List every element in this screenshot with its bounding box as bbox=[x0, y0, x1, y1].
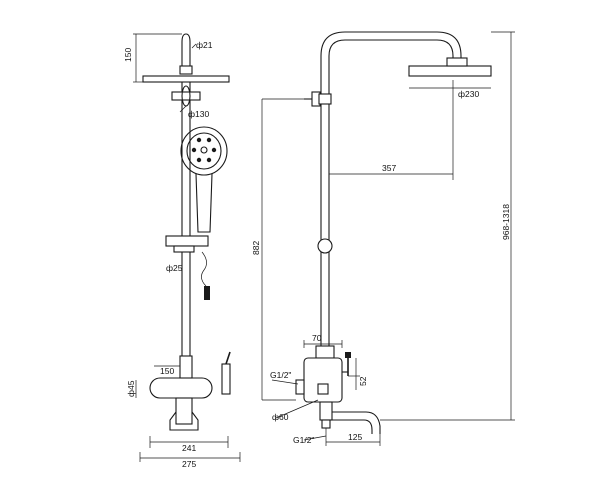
label-flange-dia: ф60 bbox=[272, 412, 289, 422]
tub-spout bbox=[332, 411, 381, 434]
label-arm-reach: 357 bbox=[382, 163, 396, 173]
label-small-rise: 52 bbox=[358, 376, 368, 386]
handshower-head bbox=[180, 126, 228, 176]
label-mixer-height: 150 bbox=[160, 366, 174, 376]
head-arm bbox=[181, 33, 191, 70]
label-body-dia: ф45 bbox=[126, 380, 136, 397]
arm-nut bbox=[179, 65, 193, 75]
top-bracket bbox=[171, 91, 201, 101]
label-rail-dia: ф25 bbox=[166, 263, 183, 273]
spout bbox=[175, 397, 193, 425]
slide-holder bbox=[165, 235, 209, 247]
label-head-height: 150 bbox=[123, 48, 133, 62]
label-center-offset: 70 bbox=[312, 333, 322, 343]
label-handshower-dia: ф130 bbox=[188, 109, 209, 119]
mixer-body bbox=[149, 377, 213, 399]
label-spout-thread: G1/2" bbox=[293, 435, 314, 445]
overhead-side bbox=[408, 65, 492, 77]
curved-arm-inner bbox=[328, 39, 454, 104]
hose bbox=[201, 251, 207, 287]
mixer-side bbox=[303, 357, 343, 403]
label-total-height: 968-1318 bbox=[501, 204, 511, 240]
slide-knob bbox=[317, 238, 333, 254]
overhead-plate bbox=[142, 75, 230, 83]
dimension-labels: 150 ф21 ф130 ф25 150 ф45 241 275 ф230 35… bbox=[123, 40, 511, 469]
side-view bbox=[295, 31, 492, 434]
label-rail-height: 882 bbox=[251, 241, 261, 255]
side-view-dimensions bbox=[261, 31, 515, 446]
mixer-lever bbox=[221, 363, 231, 395]
label-inlet-thread: G1/2" bbox=[270, 370, 291, 380]
handshower-handle bbox=[195, 173, 213, 233]
curved-arm-outer bbox=[320, 31, 462, 104]
front-view-dimensions bbox=[133, 33, 241, 462]
label-arm-dia: ф21 bbox=[196, 40, 213, 50]
label-width-total: 275 bbox=[182, 459, 196, 469]
label-spout-reach: 125 bbox=[348, 432, 362, 442]
front-view bbox=[142, 33, 231, 431]
label-overhead-dia: ф230 bbox=[458, 89, 479, 99]
label-width-inner: 241 bbox=[182, 443, 196, 453]
spray-nozzles bbox=[191, 137, 217, 163]
